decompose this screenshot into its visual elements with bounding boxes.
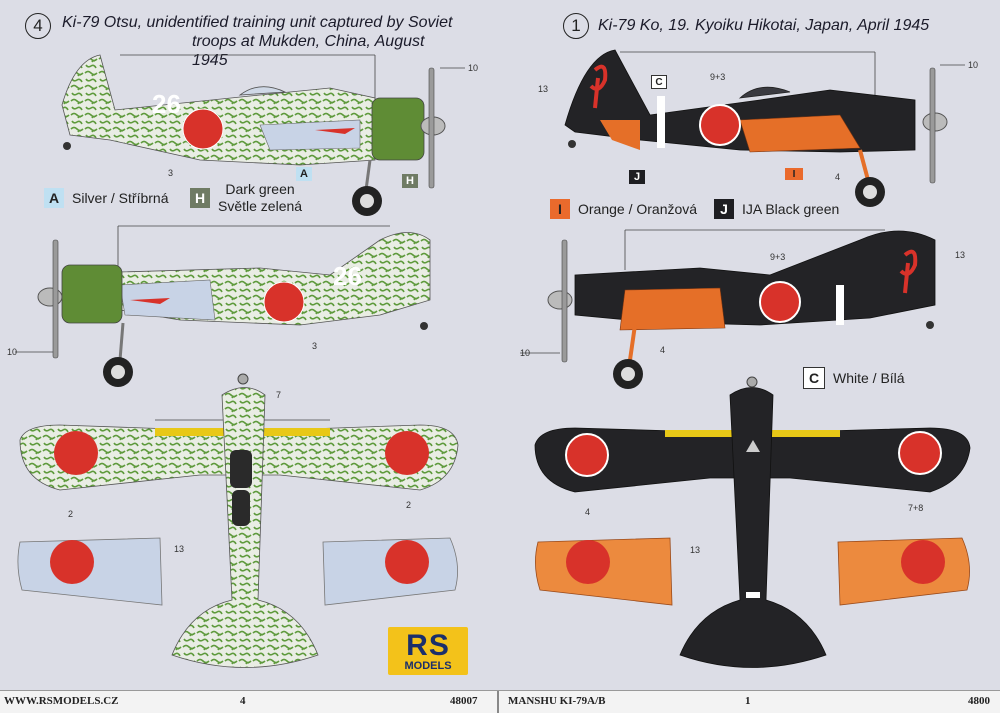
callout-left-3-lower: 3 bbox=[312, 341, 318, 351]
swatch-white: C bbox=[803, 367, 825, 389]
footer-right-title: MANSHU KI-79A/B bbox=[508, 695, 606, 707]
logo-models: MODELS bbox=[404, 660, 452, 672]
footer-left-code: 48007 bbox=[450, 695, 478, 707]
legend-black-green: J IJA Black green bbox=[714, 199, 839, 219]
right-side-profile-upper bbox=[564, 49, 965, 207]
page-footer: WWW.RSMODELS.CZ 4 48007 MANSHU KI-79A/B … bbox=[0, 690, 1000, 713]
right-scheme-title: Ki-79 Ko, 19. Kyoiku Hikotai, Japan, Apr… bbox=[598, 17, 930, 34]
left-wing-panels bbox=[17, 537, 458, 606]
fuselage-code-upper: 26 bbox=[152, 89, 181, 119]
right-wing-panels bbox=[535, 537, 970, 606]
swatch-black-green: J bbox=[714, 199, 734, 219]
legend-dark-green-label2: Světle zelená bbox=[218, 198, 303, 214]
marker-I: I bbox=[785, 168, 803, 180]
marker-J: J bbox=[629, 170, 645, 184]
legend-silver: A Silver / Stříbrná bbox=[44, 188, 168, 208]
left-scheme-title: Ki-79 Otsu, unidentified training unit c… bbox=[62, 13, 462, 70]
left-side-profile-upper: 26 bbox=[61, 54, 465, 216]
footer-left-page: 4 bbox=[240, 695, 246, 707]
legend-white-label: White / Bílá bbox=[833, 369, 905, 386]
callout-right-10-upper: 10 bbox=[968, 60, 979, 70]
footer-url: WWW.RSMODELS.CZ bbox=[4, 695, 119, 707]
callout-right-4-lower: 4 bbox=[660, 345, 666, 355]
callout-right-10-lower: 10 bbox=[520, 348, 531, 358]
footer-right-code: 4800 bbox=[968, 695, 990, 707]
legend-dark-green: H Dark green Světle zelená bbox=[190, 181, 302, 215]
footer-divider bbox=[497, 691, 499, 713]
swatch-orange: I bbox=[550, 199, 570, 219]
swatch-dark-green: H bbox=[190, 188, 210, 208]
swatch-silver: A bbox=[44, 188, 64, 208]
legend-silver-label: Silver / Stříbrná bbox=[72, 189, 169, 206]
fuselage-code-lower: 26 bbox=[333, 261, 362, 291]
callout-right-93-lower: 9+3 bbox=[770, 252, 786, 262]
left-title-line1: Ki-79 Otsu, unidentified training unit c… bbox=[62, 14, 453, 31]
scheme-number-4: 4 bbox=[25, 13, 51, 39]
callout-right-4-panel: 4 bbox=[585, 507, 591, 517]
rs-models-logo: RS MODELS bbox=[388, 627, 468, 675]
left-side-profile-lower: 26 bbox=[15, 225, 431, 387]
callout-left-7: 7 bbox=[276, 390, 282, 400]
marker-A: A bbox=[296, 167, 312, 181]
legend-orange: I Orange / Oranžová bbox=[550, 199, 697, 219]
legend-black-green-label: IJA Black green bbox=[742, 200, 840, 217]
callout-left-2-panel: 2 bbox=[68, 509, 74, 519]
scheme-number-1: 1 bbox=[563, 13, 589, 39]
right-side-profile-lower bbox=[520, 229, 936, 389]
callout-left-3-upper: 3 bbox=[168, 168, 174, 178]
right-top-view bbox=[534, 376, 971, 668]
callout-right-4-upper: 4 bbox=[835, 172, 841, 182]
footer-right-page: 1 bbox=[745, 695, 751, 707]
left-title-line2: troops at Mukden, China, August 1945 bbox=[192, 33, 425, 69]
callout-right-78: 7+8 bbox=[908, 503, 924, 513]
callout-left-2-top: 2 bbox=[406, 500, 412, 510]
callout-right-93-upper: 9+3 bbox=[710, 72, 726, 82]
decal-drawings: 26 26 bbox=[15, 49, 971, 668]
legend-dark-green-label1: Dark green bbox=[225, 181, 295, 197]
legend-white: C White / Bílá bbox=[803, 367, 905, 389]
callout-left-10-lower: 10 bbox=[7, 347, 18, 357]
legend-orange-label: Orange / Oranžová bbox=[578, 200, 698, 217]
callout-right-13-lower: 13 bbox=[955, 250, 966, 260]
callout-left-13: 13 bbox=[174, 544, 185, 554]
left-top-view bbox=[19, 373, 459, 668]
logo-rs: RS bbox=[406, 629, 450, 662]
callout-right-13-top: 13 bbox=[690, 545, 701, 555]
callout-left-10-upper: 10 bbox=[468, 63, 479, 73]
marker-C: C bbox=[651, 75, 667, 89]
marker-H: H bbox=[402, 174, 418, 188]
callout-right-13-upper: 13 bbox=[538, 84, 549, 94]
